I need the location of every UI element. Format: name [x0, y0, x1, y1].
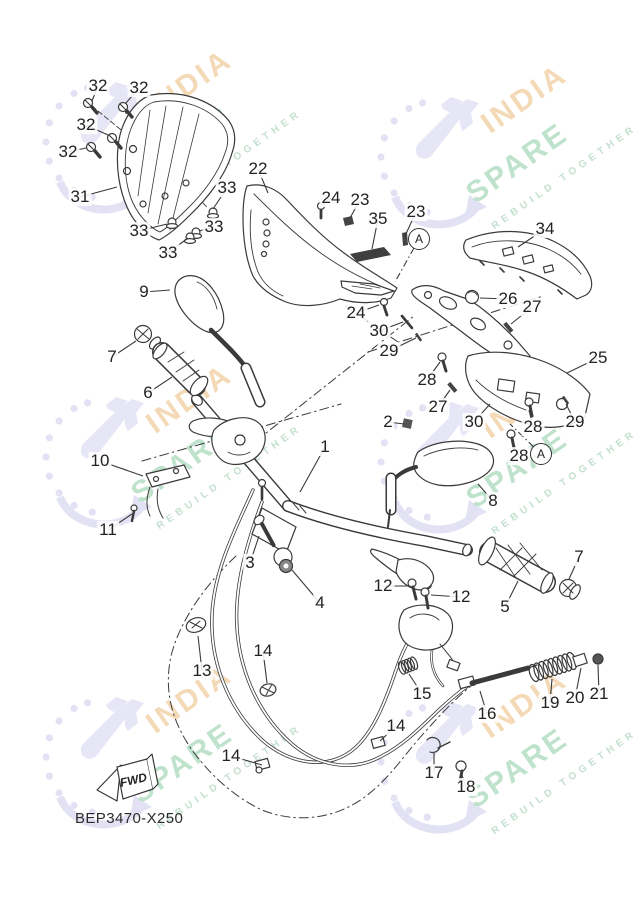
- handle-cover-part: [463, 230, 593, 300]
- right-bar-end-part: [558, 578, 581, 600]
- leader-line: [249, 535, 260, 564]
- leader-line: [355, 304, 380, 314]
- leader-line: [198, 226, 215, 232]
- leader-line: [565, 403, 576, 423]
- right-switch-cluster: [370, 548, 461, 672]
- leader-line: [566, 357, 599, 374]
- leader-line: [479, 690, 488, 715]
- throttle-cable-assembly: [397, 651, 604, 690]
- leader-line: [262, 650, 268, 684]
- grommet-part: [464, 289, 480, 305]
- leader-line: [408, 673, 423, 695]
- leader-line: [387, 421, 405, 425]
- leader-line: [528, 409, 534, 428]
- leader-line: [79, 186, 118, 198]
- leader-line: [320, 197, 332, 206]
- leader-line: [461, 774, 467, 788]
- leader-line: [504, 580, 519, 608]
- leader-line: [212, 187, 228, 210]
- leader-line: [230, 755, 263, 766]
- brand-badge-part: [350, 247, 391, 262]
- leader-line: [99, 460, 144, 477]
- leader-line: [394, 247, 415, 283]
- leader-line: [143, 289, 171, 293]
- right-grip-part: [478, 536, 556, 594]
- leader-line: [107, 513, 133, 531]
- leader-line: [197, 635, 203, 672]
- leader-line: [549, 678, 553, 704]
- leader-line: [378, 321, 404, 332]
- leader-line: [511, 440, 520, 457]
- front-panel-part: [242, 184, 408, 317]
- leader-line: [125, 87, 140, 104]
- leader-line: [574, 667, 582, 699]
- leader-line: [388, 337, 417, 352]
- left-mirror-part: [174, 275, 266, 408]
- leader-line: [257, 168, 269, 194]
- leader-line: [479, 297, 509, 300]
- part-code-text: BEP3470-X250: [75, 810, 184, 827]
- leader-line: [568, 556, 580, 580]
- leader-line: [379, 725, 397, 742]
- leader-line: [85, 124, 109, 136]
- leader-line: [67, 147, 87, 153]
- left-grip-part: [152, 342, 209, 397]
- clamp-and-bolts: [251, 478, 297, 574]
- leader-line: [291, 569, 321, 604]
- leader-line: [91, 85, 99, 102]
- leader-line: [299, 446, 326, 493]
- leader-line: [147, 376, 173, 394]
- leader-line: [473, 403, 491, 423]
- leader-line: [430, 594, 462, 598]
- leader-line: [510, 306, 533, 325]
- leader-line: [349, 199, 361, 219]
- leader-line: [138, 223, 168, 232]
- leader-line: [437, 389, 451, 408]
- leader-line: [426, 361, 441, 381]
- left-switch-cluster: [130, 417, 266, 523]
- leader-line: [371, 218, 379, 250]
- leader-line: [597, 664, 600, 695]
- leader-line: [111, 340, 137, 358]
- small-fasteners: [402, 321, 570, 450]
- leader-line: [404, 211, 417, 237]
- left-bar-end-part: [133, 324, 162, 350]
- fwd-arrow-label: FWD: [119, 770, 149, 790]
- leader-line: [167, 237, 189, 254]
- leader-line: [517, 228, 546, 248]
- leader-line: [477, 483, 494, 502]
